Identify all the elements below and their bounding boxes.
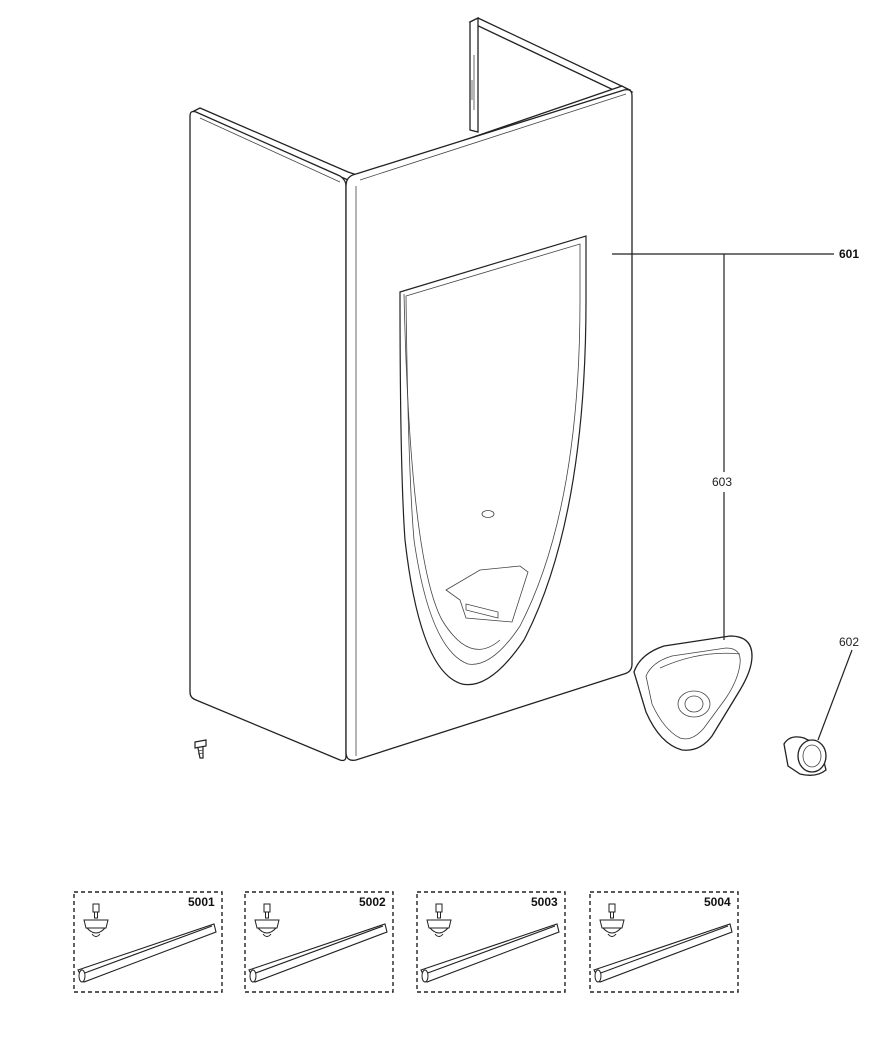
rear-panel	[468, 16, 632, 133]
kit-label: 5004	[704, 895, 731, 909]
button-part-602	[783, 736, 827, 776]
callout-602: 602	[839, 635, 859, 649]
rail-end-icon	[78, 969, 86, 983]
rail-end-icon	[249, 969, 257, 983]
rail-end-icon	[421, 969, 429, 983]
fitting-icon	[83, 903, 109, 937]
bezel-part-603	[633, 635, 753, 751]
leader-lines	[612, 253, 853, 741]
rail-end-icon	[594, 969, 602, 983]
screw	[194, 739, 207, 759]
fitting-icon	[254, 903, 280, 937]
kit-boxes: 5001 5002 5003 5004	[73, 891, 739, 993]
fitting-icon	[426, 903, 452, 937]
kit-box-5001: 5001	[73, 891, 223, 993]
kit-box-5004: 5004	[589, 891, 739, 993]
kit-label: 5003	[531, 895, 558, 909]
fitting-icon	[599, 903, 625, 937]
cover-left-side	[189, 110, 347, 762]
cover-front	[345, 88, 633, 761]
kit-label: 5002	[359, 895, 386, 909]
kit-box-5002: 5002	[244, 891, 394, 993]
kit-label: 5001	[188, 895, 215, 909]
front-window	[399, 235, 587, 686]
callout-603: 603	[712, 475, 732, 489]
kit-box-5003: 5003	[416, 891, 566, 993]
callout-601: 601	[839, 247, 859, 261]
